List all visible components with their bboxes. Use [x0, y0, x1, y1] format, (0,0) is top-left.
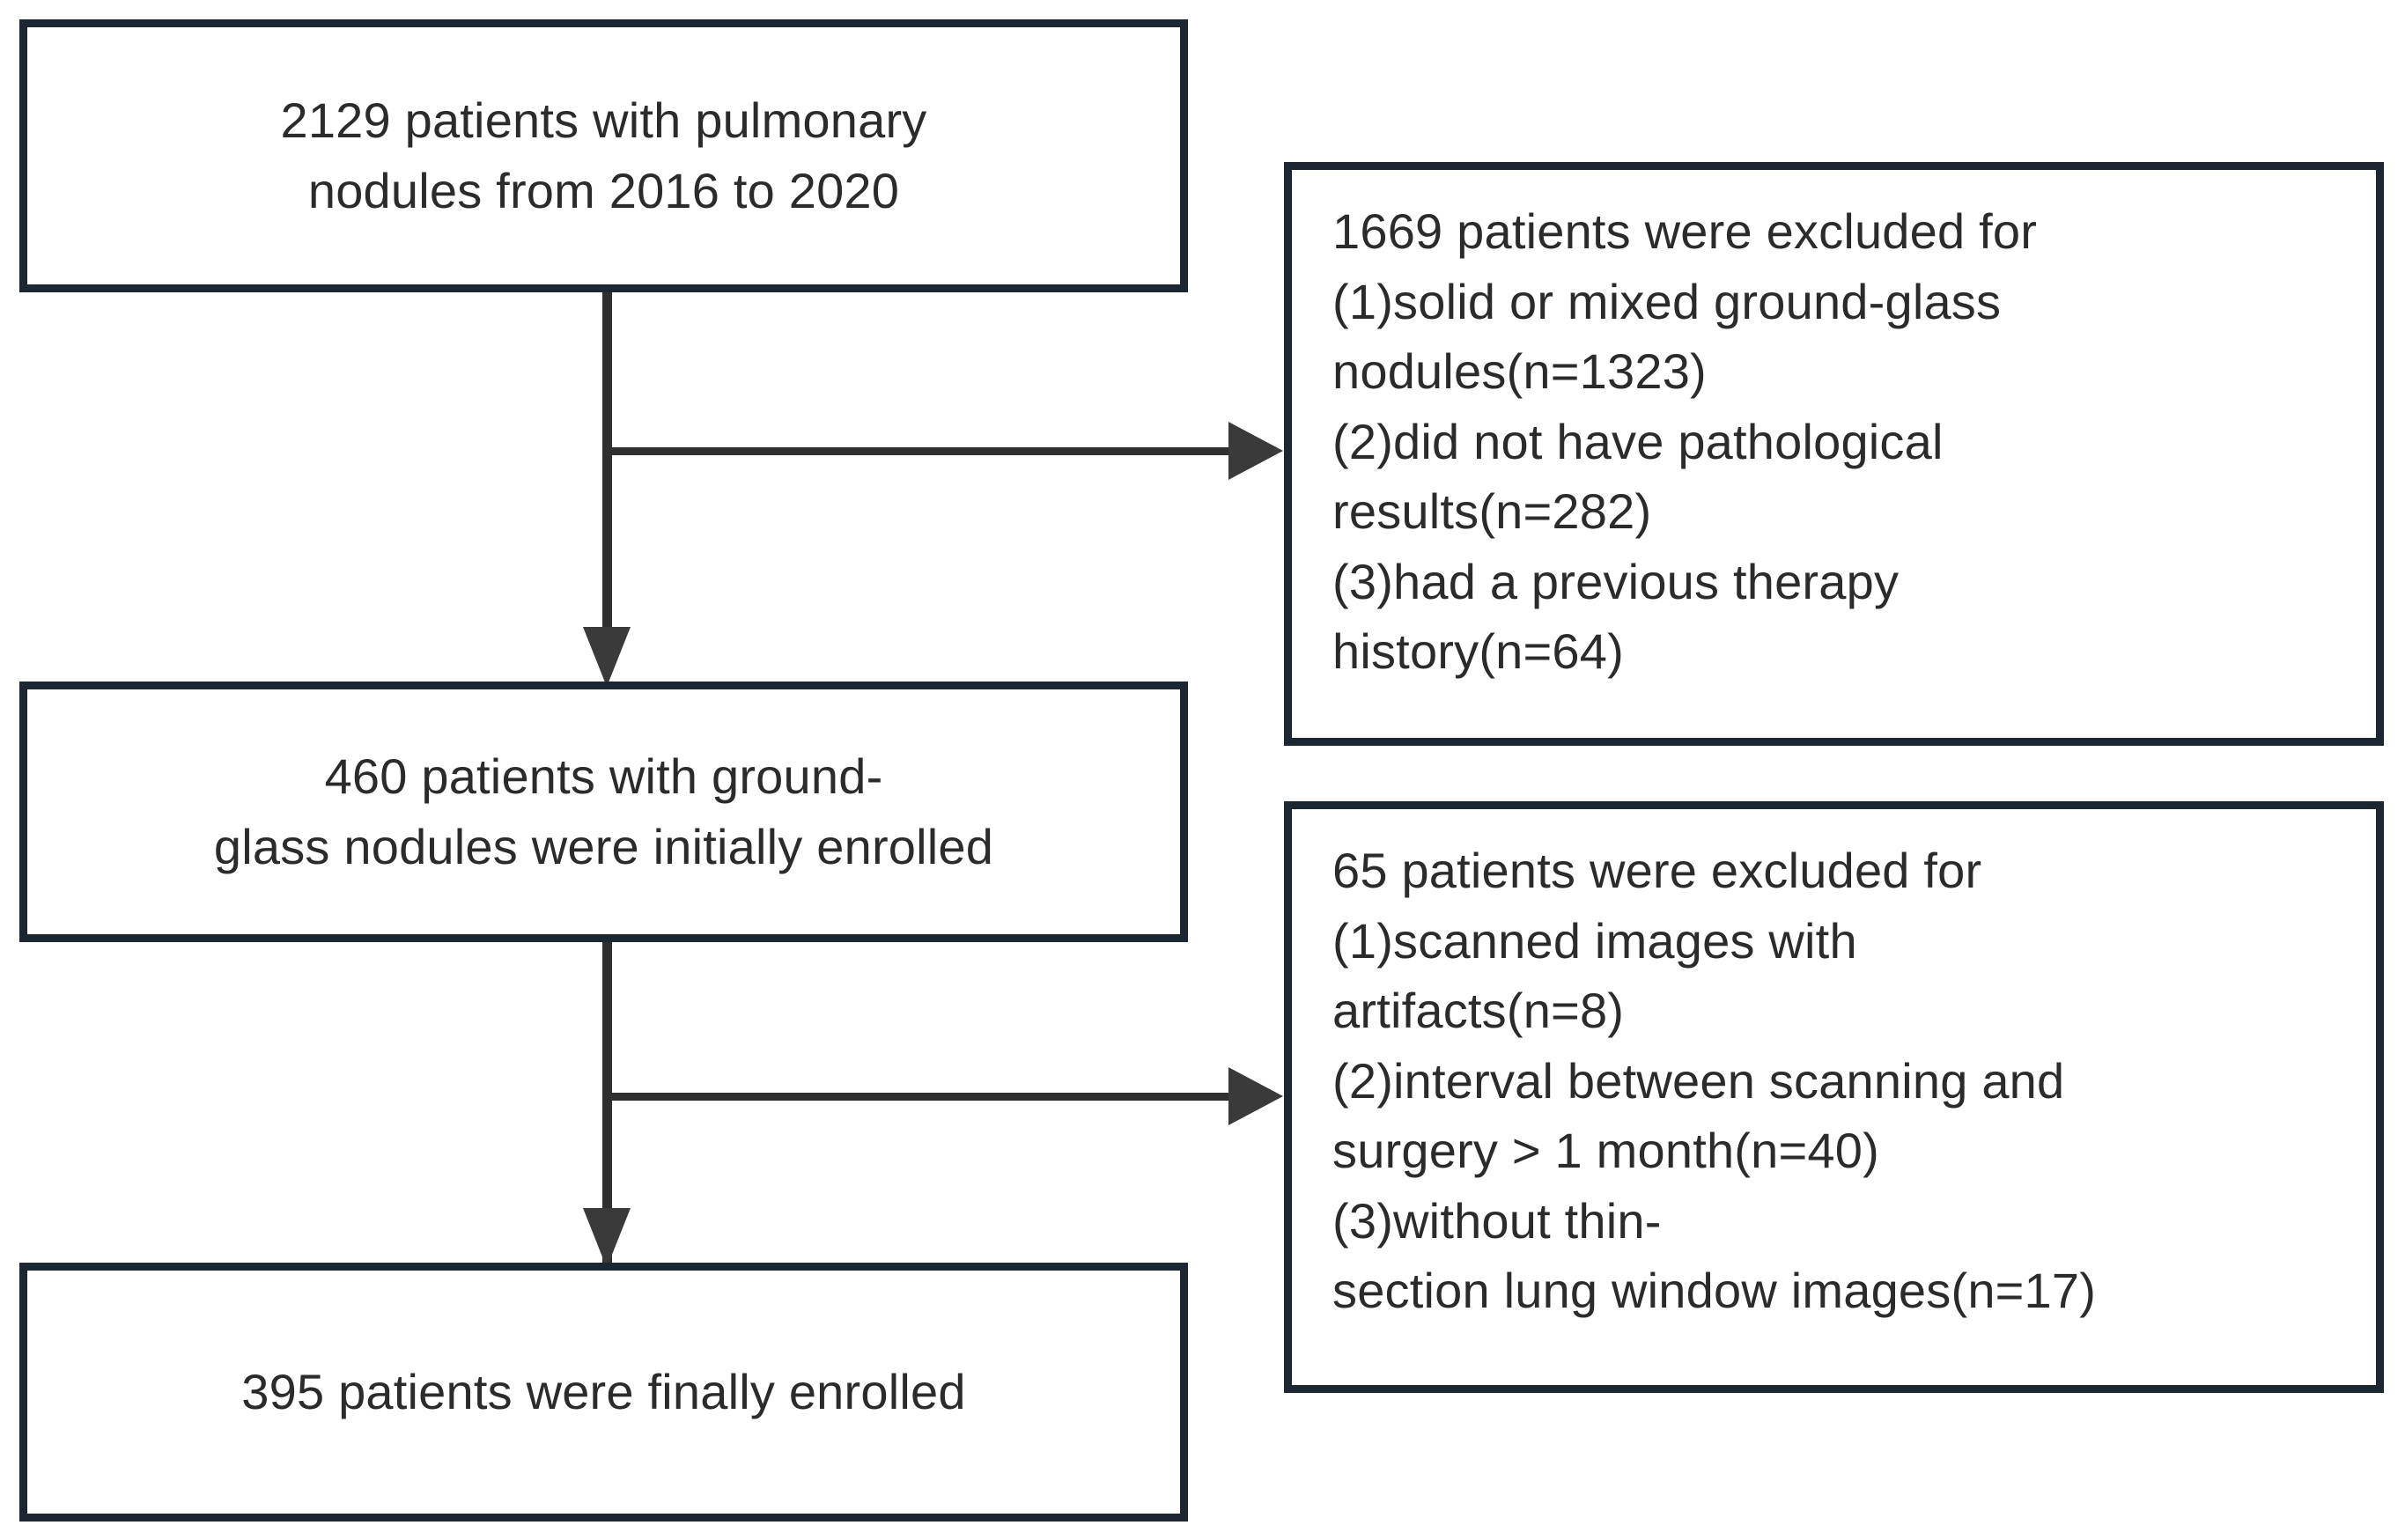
box-enrollment-final: 395 patients were finally enrolled	[19, 1263, 1188, 1522]
connector-branch-1-horizontal	[607, 447, 1228, 455]
box-exclusion-first: 1669 patients were excluded for (1)solid…	[1284, 162, 2384, 746]
box-enrollment-ggn: 460 patients with ground- glass nodules …	[19, 682, 1188, 942]
box-enrollment-ggn-text: 460 patients with ground- glass nodules …	[213, 748, 994, 874]
box-enrollment-final-text: 395 patients were finally enrolled	[241, 1364, 966, 1420]
box-enrollment-initial: 2129 patients with pulmonary nodules fro…	[19, 19, 1188, 292]
box-exclusion-second-text: 65 patients were excluded for (1)scanned…	[1332, 843, 2097, 1319]
box-exclusion-second: 65 patients were excluded for (1)scanned…	[1284, 801, 2384, 1393]
connector-branch-2-horizontal	[607, 1093, 1228, 1101]
arrowhead-trunk-2	[583, 1208, 631, 1268]
arrowhead-branch-1	[1228, 422, 1283, 480]
box-exclusion-first-text: 1669 patients were excluded for (1)solid…	[1332, 203, 2038, 680]
connector-trunk-1-vertical	[602, 291, 612, 634]
arrowhead-branch-2	[1228, 1067, 1283, 1125]
arrowhead-trunk-1	[583, 627, 631, 687]
box-enrollment-initial-text: 2129 patients with pulmonary nodules fro…	[280, 92, 927, 218]
connector-trunk-2-vertical	[602, 940, 612, 1280]
